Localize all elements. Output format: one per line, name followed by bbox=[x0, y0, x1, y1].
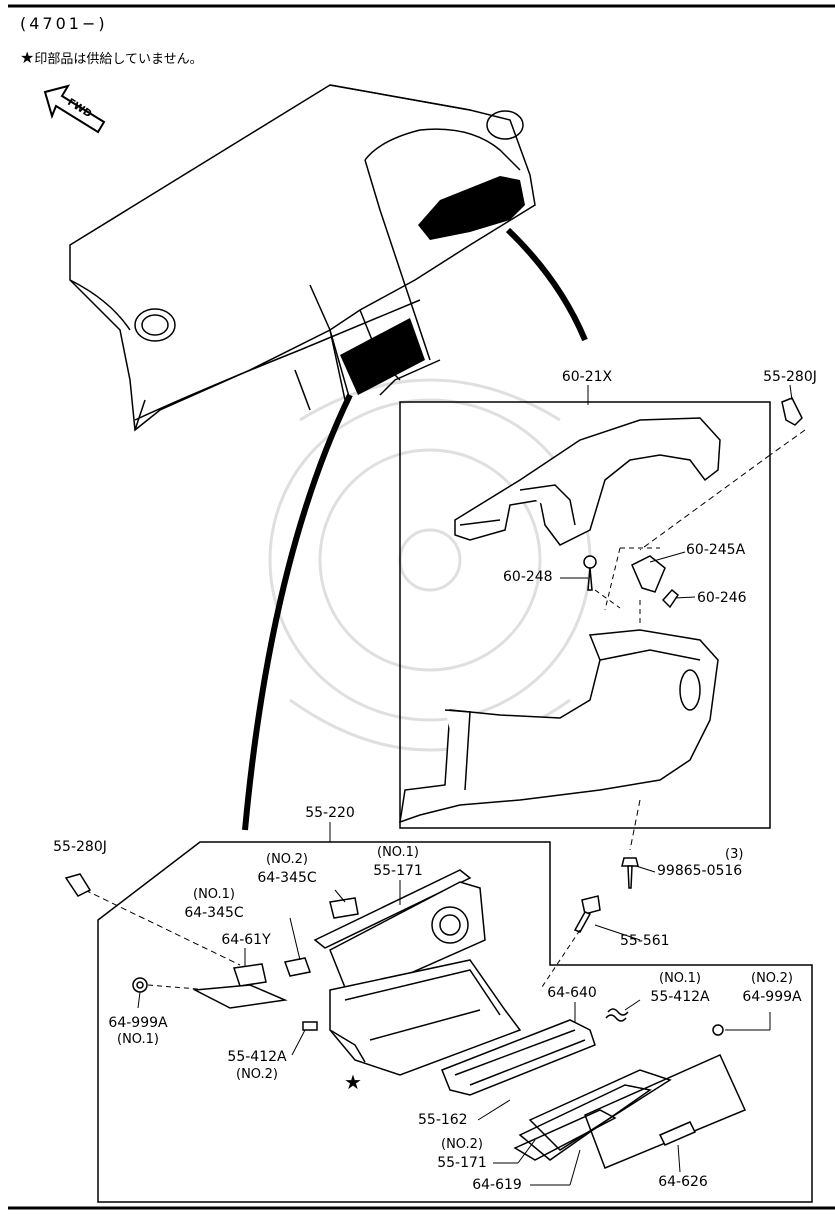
label-55-561: 55-561 bbox=[620, 933, 670, 949]
label-55-412a-no2: 55-412A bbox=[227, 1049, 287, 1065]
label-64-345c-no1: 64-345C bbox=[184, 905, 244, 921]
label-99865-qty: (3) bbox=[725, 847, 744, 862]
label-60-245a: 60-245A bbox=[686, 542, 746, 558]
bulb-55-280j-left bbox=[64, 873, 92, 897]
label-99865-0516: 99865-0516 bbox=[657, 863, 743, 879]
connector-64-345c-no2 bbox=[329, 897, 359, 919]
label-55-280j-top: 55-280J bbox=[763, 369, 817, 385]
label-55-412a-no1-note: (NO.1) bbox=[659, 971, 701, 986]
screw-99865-0516 bbox=[621, 857, 639, 889]
column-cover-frame bbox=[399, 401, 771, 829]
label-60-246: 60-246 bbox=[697, 590, 747, 606]
screw-60-248 bbox=[583, 555, 597, 591]
spring-55-412a-no2 bbox=[302, 1021, 318, 1031]
fwd-arrow-icon bbox=[43, 84, 106, 134]
trim-55-171-no2 bbox=[513, 1109, 617, 1161]
supply-note-text: 印部品は供給していません。 bbox=[34, 52, 203, 67]
glovebox-opening-shape bbox=[418, 176, 525, 240]
dash-55-561 bbox=[539, 929, 581, 991]
connector-64-345c-no1 bbox=[284, 957, 311, 977]
switch-64-61y bbox=[192, 963, 288, 1009]
column-opening-shape bbox=[340, 318, 425, 395]
section-code: (4701−) bbox=[20, 14, 108, 33]
bulb-55-280j-top bbox=[781, 397, 803, 426]
label-64-619: 64-619 bbox=[472, 1177, 522, 1193]
bumper-64-999a-no2 bbox=[712, 1024, 724, 1036]
leader-curve-right bbox=[505, 227, 588, 342]
glovebox-housing bbox=[329, 959, 522, 1076]
upper-column-cover bbox=[454, 417, 721, 546]
label-64-626: 64-626 bbox=[658, 1174, 708, 1190]
dash-box-2 bbox=[604, 547, 621, 611]
dash-99865 bbox=[629, 799, 641, 851]
label-55-171-no1-note: (NO.1) bbox=[377, 845, 419, 860]
supply-note: ★印部品は供給していません。 bbox=[20, 48, 203, 67]
lid-panel-64-619 bbox=[518, 1069, 672, 1161]
clip-60-246 bbox=[661, 588, 679, 609]
lower-column-cover bbox=[399, 629, 719, 824]
glovebox-lid-64-626 bbox=[584, 1054, 747, 1169]
label-64-61y: 64-61Y bbox=[221, 932, 271, 948]
label-55-171-no2-note: (NO.2) bbox=[441, 1137, 483, 1152]
leader-curve-left bbox=[242, 393, 353, 831]
label-60-248: 60-248 bbox=[503, 569, 553, 585]
label-55-412a-no2-note: (NO.2) bbox=[236, 1067, 278, 1082]
dashboard-illustration bbox=[69, 84, 536, 432]
dash-280j-left bbox=[84, 889, 241, 966]
star-icon: ★ bbox=[20, 48, 35, 67]
label-60-21x: 60-21X bbox=[561, 369, 613, 385]
label-64-999a-no1-note: (NO.1) bbox=[117, 1032, 159, 1047]
label-55-412a-no1: 55-412A bbox=[650, 989, 710, 1005]
grommet-64-999a-no1 bbox=[132, 977, 148, 993]
label-64-345c-no1-note: (NO.1) bbox=[193, 887, 235, 902]
label-55-171-no1: 55-171 bbox=[373, 863, 423, 879]
label-64-999a-no1: 64-999A bbox=[108, 1015, 168, 1031]
label-55-220: 55-220 bbox=[305, 805, 355, 821]
label-64-345c-no2: 64-345C bbox=[257, 870, 317, 886]
tray-64-640 bbox=[441, 1019, 596, 1096]
not-supplied-star-icon: ★ bbox=[344, 1070, 362, 1094]
dash-999a-1 bbox=[147, 984, 211, 991]
dash-280j-top-2 bbox=[639, 454, 771, 551]
bracket-60-245a bbox=[631, 555, 666, 593]
dash-280j-top bbox=[769, 429, 806, 456]
label-64-640: 64-640 bbox=[547, 985, 597, 1001]
glovebox-frame bbox=[97, 841, 813, 1203]
screw-55-561 bbox=[573, 895, 601, 933]
label-55-280j-left: 55-280J bbox=[53, 839, 107, 855]
label-64-345c-no2-note: (NO.2) bbox=[266, 852, 308, 867]
label-55-162: 55-162 bbox=[418, 1112, 468, 1128]
label-leaders bbox=[137, 384, 793, 1186]
label-64-999a-no2-note: (NO.2) bbox=[751, 971, 793, 986]
watermark-emblem bbox=[268, 378, 592, 752]
dash-60-248 bbox=[594, 589, 621, 609]
label-55-171-no2: 55-171 bbox=[437, 1155, 487, 1171]
trim-55-171-no1 bbox=[313, 869, 472, 949]
spring-55-412a-no1 bbox=[605, 1008, 629, 1022]
label-64-999a-no2: 64-999A bbox=[742, 989, 802, 1005]
